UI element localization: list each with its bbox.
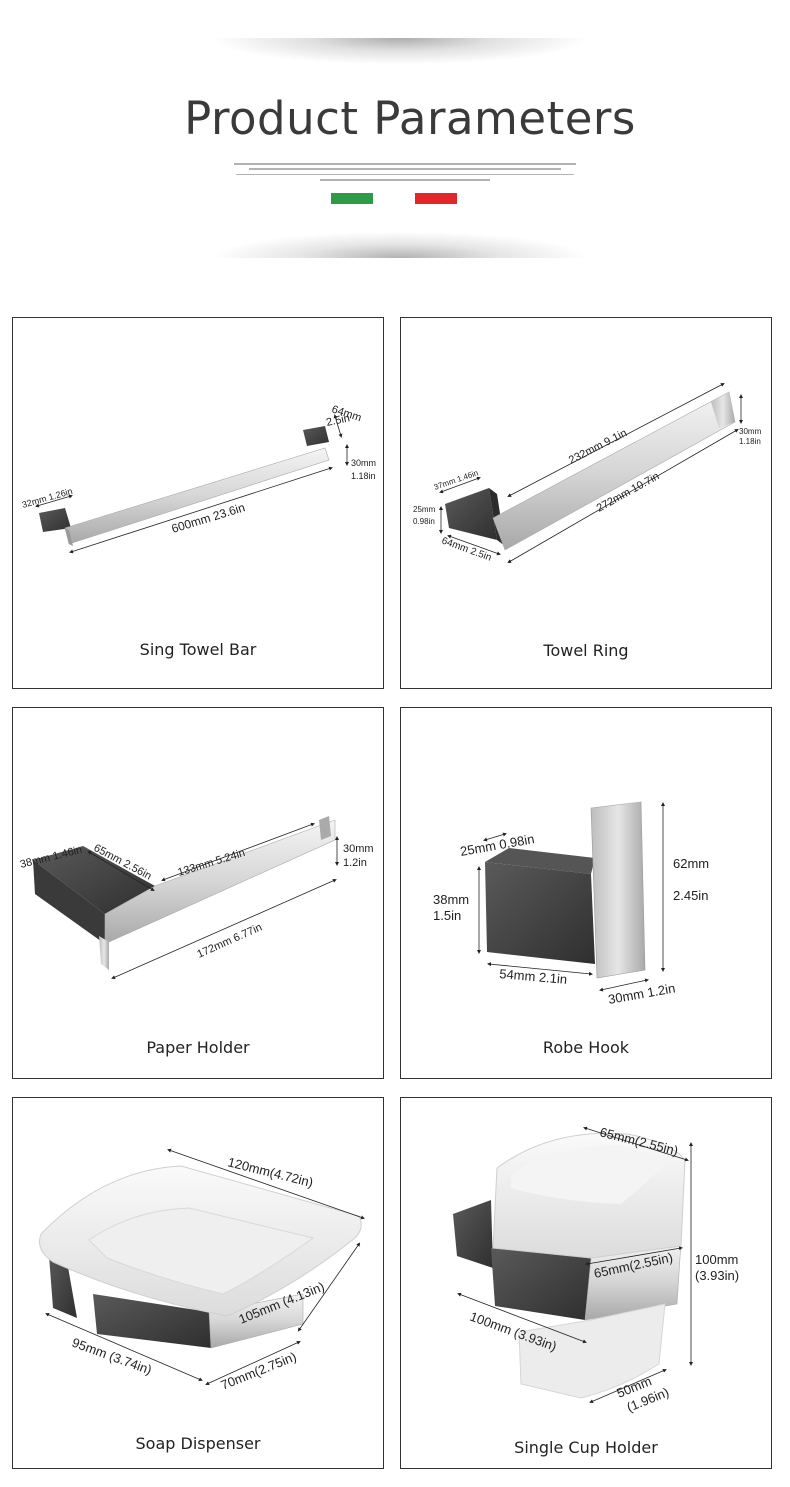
cup-holder-image: 65mm(2.55in) 65mm(2.55in) 100mm (3.93in)… — [453, 1124, 739, 1415]
towel-bar-height-mm: 30mm — [351, 458, 376, 468]
soap-dish-image: 120mm(4.72in) 105mm (4.13in) 95mm (3.74i… — [39, 1148, 365, 1393]
robe-hook-base-h-in: 1.5in — [433, 908, 461, 923]
product-card-robe-hook: 25mm 0.98in 38mm 1.5in 62mm 2.45in 54mm … — [400, 707, 772, 1079]
towel-bar-base-in: 2.5in — [325, 412, 351, 429]
flag-white — [373, 193, 415, 204]
robe-hook-base-w: 54mm 2.1in — [499, 966, 568, 987]
paper-holder-length: 172mm 6.77in — [195, 921, 264, 960]
robe-hook-hook-w: 30mm 1.2in — [607, 980, 676, 1007]
towel-bar-image: 600mm 23.6in 32mm 1.26in 64mm 2.5in 30mm… — [21, 403, 376, 554]
product-name-towel-bar: Sing Towel Bar — [139, 640, 257, 659]
robe-hook-height-in: 2.45in — [673, 888, 708, 903]
cup-holder-height-in: (3.93in) — [695, 1268, 739, 1283]
header-shadow-bottom — [215, 232, 585, 258]
paper-holder-height-in: 1.2in — [343, 857, 367, 869]
product-card-paper-holder: 38mm 1.46in 65mm 2.56in 133mm 5.24in 172… — [12, 707, 384, 1079]
towel-ring-base-h-in: 0.98in — [413, 517, 435, 526]
product-name-paper-holder: Paper Holder — [146, 1038, 250, 1057]
towel-ring-base-w: 64mm 2.5in — [440, 535, 493, 563]
page-title: Product Parameters — [184, 92, 636, 145]
product-name-soap-dispenser: Soap Dispenser — [135, 1434, 261, 1453]
paper-holder-image: 38mm 1.46in 65mm 2.56in 133mm 5.24in 172… — [19, 816, 374, 980]
product-card-towel-bar: 600mm 23.6in 32mm 1.26in 64mm 2.5in 30mm… — [12, 317, 384, 689]
product-name-cup-holder: Single Cup Holder — [514, 1438, 658, 1457]
paper-holder-height-mm: 30mm — [343, 843, 374, 855]
towel-ring-height-in: 1.18in — [739, 437, 761, 446]
flag-green — [331, 193, 373, 204]
towel-ring-image: 232mm 9.1in 272mm 10.7in 37mm 1.46in 25m… — [413, 383, 762, 564]
flag-red — [415, 193, 457, 204]
towel-bar-height-in: 1.18in — [351, 471, 376, 481]
product-name-towel-ring: Towel Ring — [543, 641, 629, 660]
towel-ring-base-h-mm: 25mm — [413, 505, 436, 514]
soap-dish-base: 95mm (3.74in) — [70, 1335, 154, 1378]
cup-holder-height-mm: 100mm — [695, 1252, 738, 1267]
robe-hook-height-mm: 62mm — [673, 856, 709, 871]
product-name-robe-hook: Robe Hook — [542, 1038, 630, 1057]
header-fineprint — [232, 163, 578, 185]
product-card-soap-dispenser: 120mm(4.72in) 105mm (4.13in) 95mm (3.74i… — [12, 1097, 384, 1469]
towel-ring-height-mm: 30mm — [739, 427, 762, 436]
header-shadow-top — [215, 38, 585, 64]
soap-dish-height: 70mm(2.75in) — [219, 1349, 299, 1393]
italian-flag-stripe — [331, 193, 457, 204]
page-header: Product Parameters — [0, 0, 790, 300]
robe-hook-base-h-mm: 38mm — [433, 892, 469, 907]
robe-hook-image: 25mm 0.98in 38mm 1.5in 62mm 2.45in 54mm … — [433, 800, 709, 1007]
product-card-towel-ring: 232mm 9.1in 272mm 10.7in 37mm 1.46in 25m… — [400, 317, 772, 689]
product-card-cup-holder: 65mm(2.55in) 65mm(2.55in) 100mm (3.93in)… — [400, 1097, 772, 1469]
